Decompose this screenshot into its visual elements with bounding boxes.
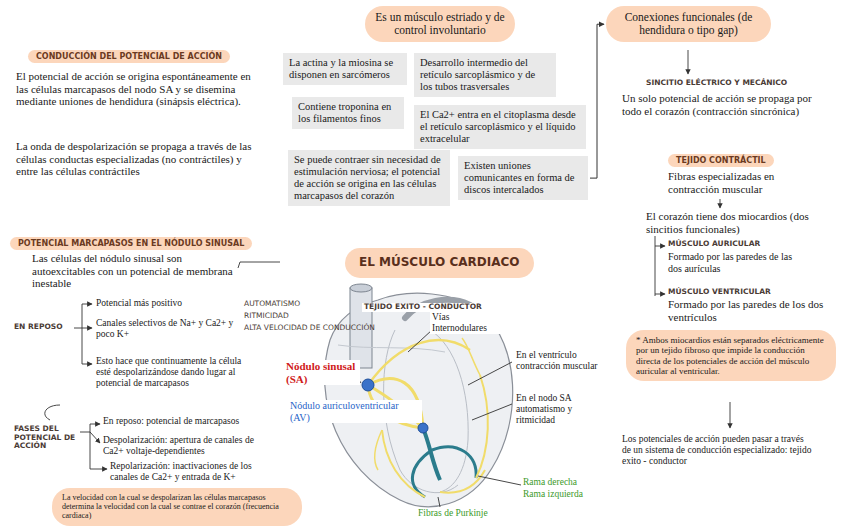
node-text: * Ambos miocardios están separados eléct… xyxy=(636,335,826,376)
section-label: CONDUCCIÓN DEL POTENCIAL DE ACCIÓN xyxy=(28,50,230,63)
node-text: Conexiones funcionales (de hendidura o t… xyxy=(616,11,761,37)
text-label: RITMICIDAD xyxy=(244,312,289,321)
text-label: Un solo potencial de acción se propaga p… xyxy=(622,92,832,117)
text-label: Fibras de Purkinje xyxy=(416,508,490,519)
text-label: Repolarización: inactivaciones de los ca… xyxy=(110,461,275,483)
title-text: EL MÚSCULO CARDIACO xyxy=(359,256,520,270)
node-text: POTENCIAL MARCAPASOS EN EL NÓDULO SINUSA… xyxy=(18,239,244,248)
node-text: El Ca2+ entra en el citoplasma desde el … xyxy=(420,109,580,145)
section-label: TEJIDO CONTRÁCTIL xyxy=(668,154,774,167)
text-label: Potencial más positivo xyxy=(96,298,182,309)
node-text: Contiene troponina en los filamentos fin… xyxy=(298,101,398,125)
heart-illustration xyxy=(325,284,513,507)
node-text: Es un músculo estriado y de control invo… xyxy=(375,11,505,37)
text-label: El potencial de acción se origina espont… xyxy=(16,70,258,108)
fact-box: Se puede contraer sin necesidad de estim… xyxy=(288,150,450,206)
node-text: La actina y la miosina se disponen en sa… xyxy=(289,57,401,81)
text-label: El corazón tiene dos miocardios (dos sin… xyxy=(646,210,826,235)
fact-box: Existen uniones comunicantes en forma de… xyxy=(458,156,588,200)
node-text: Desarrollo intermedio del retículo sarco… xyxy=(420,57,550,93)
text-label: EN REPOSO xyxy=(14,323,63,332)
text-label: ALTA VELOCIDAD DE CONDUCCIÓN xyxy=(244,324,375,333)
text-label: Formado por las paredes de los dos ventr… xyxy=(668,298,828,323)
node-text: TEJIDO CONTRÁCTIL xyxy=(676,156,766,165)
text-label: En reposo: potencial de marcapasos xyxy=(103,416,239,427)
text-label: MÚSCULO AURICULAR xyxy=(668,240,760,249)
node-text: CONDUCCIÓN DEL POTENCIAL DE ACCIÓN xyxy=(36,52,222,61)
text-label: Los potenciales de acción pueden pasar a… xyxy=(622,434,812,467)
text-label: Canales selectivos de Na+ y Ca2+ y poco … xyxy=(96,318,236,340)
section-label: POTENCIAL MARCAPASOS EN EL NÓDULO SINUSA… xyxy=(10,237,252,250)
fact-box: Contiene troponina en los filamentos fin… xyxy=(292,97,404,129)
text-label: Nódulo sinusal (SA) xyxy=(284,360,360,385)
concept-blob: Conexiones funcionales (de hendidura o t… xyxy=(606,6,771,42)
text-label: FASES DEL POTENCIAL DE ACCIÓN xyxy=(14,425,80,451)
text-label: La onda de despolarización se propaga a … xyxy=(16,140,258,178)
fact-box: El Ca2+ entra en el citoplasma desde el … xyxy=(414,105,586,149)
connector xyxy=(590,24,604,178)
text-label: Despolarización: apertura de canales de … xyxy=(103,435,268,457)
text-label: Nódulo auriculoventricular (AV) xyxy=(288,400,422,423)
note-blob: * Ambos miocardios están separados eléct… xyxy=(626,330,836,381)
text-label: SINCITIO ELÉCTRICO Y MECÁNICO xyxy=(646,79,787,88)
text-label: Las células del nódulo sinusal son autoe… xyxy=(32,252,237,290)
node-text: La velocidad con la cual se despolarizan… xyxy=(62,493,292,521)
text-label: En el ventrículo contracción muscular xyxy=(514,350,608,372)
node-text: Existen uniones comunicantes en forma de… xyxy=(464,160,582,196)
text-label: MÚSCULO VENTRICULAR xyxy=(668,288,771,297)
title-blob: EL MÚSCULO CARDIACO xyxy=(345,248,534,278)
text-label: Formado por las paredes de las dos auríc… xyxy=(668,251,793,274)
text-label: Rama derecha xyxy=(523,477,577,488)
fact-box: La actina y la miosina se disponen en sa… xyxy=(283,53,407,85)
node-text: Se puede contraer sin necesidad de estim… xyxy=(294,154,444,202)
text-label: Esto hace que continuamente la célula es… xyxy=(96,356,246,389)
topic-blob: Es un músculo estriado y de control invo… xyxy=(365,6,515,42)
text-label: Rama izquierda xyxy=(523,489,583,500)
note-blob: La velocidad con la cual se despolarizan… xyxy=(52,488,302,526)
text-label: Vías Internodulares xyxy=(430,312,506,334)
text-label: TEJIDO EXITO - CONDUCTOR xyxy=(362,303,484,312)
text-label: Fibras especializadas en contracción mus… xyxy=(668,170,808,195)
fact-box: Desarrollo intermedio del retículo sarco… xyxy=(414,53,556,97)
text-label: En el nodo SA automatismo y ritmicidad xyxy=(514,393,608,426)
text-label: AUTOMATISMO xyxy=(244,300,300,309)
